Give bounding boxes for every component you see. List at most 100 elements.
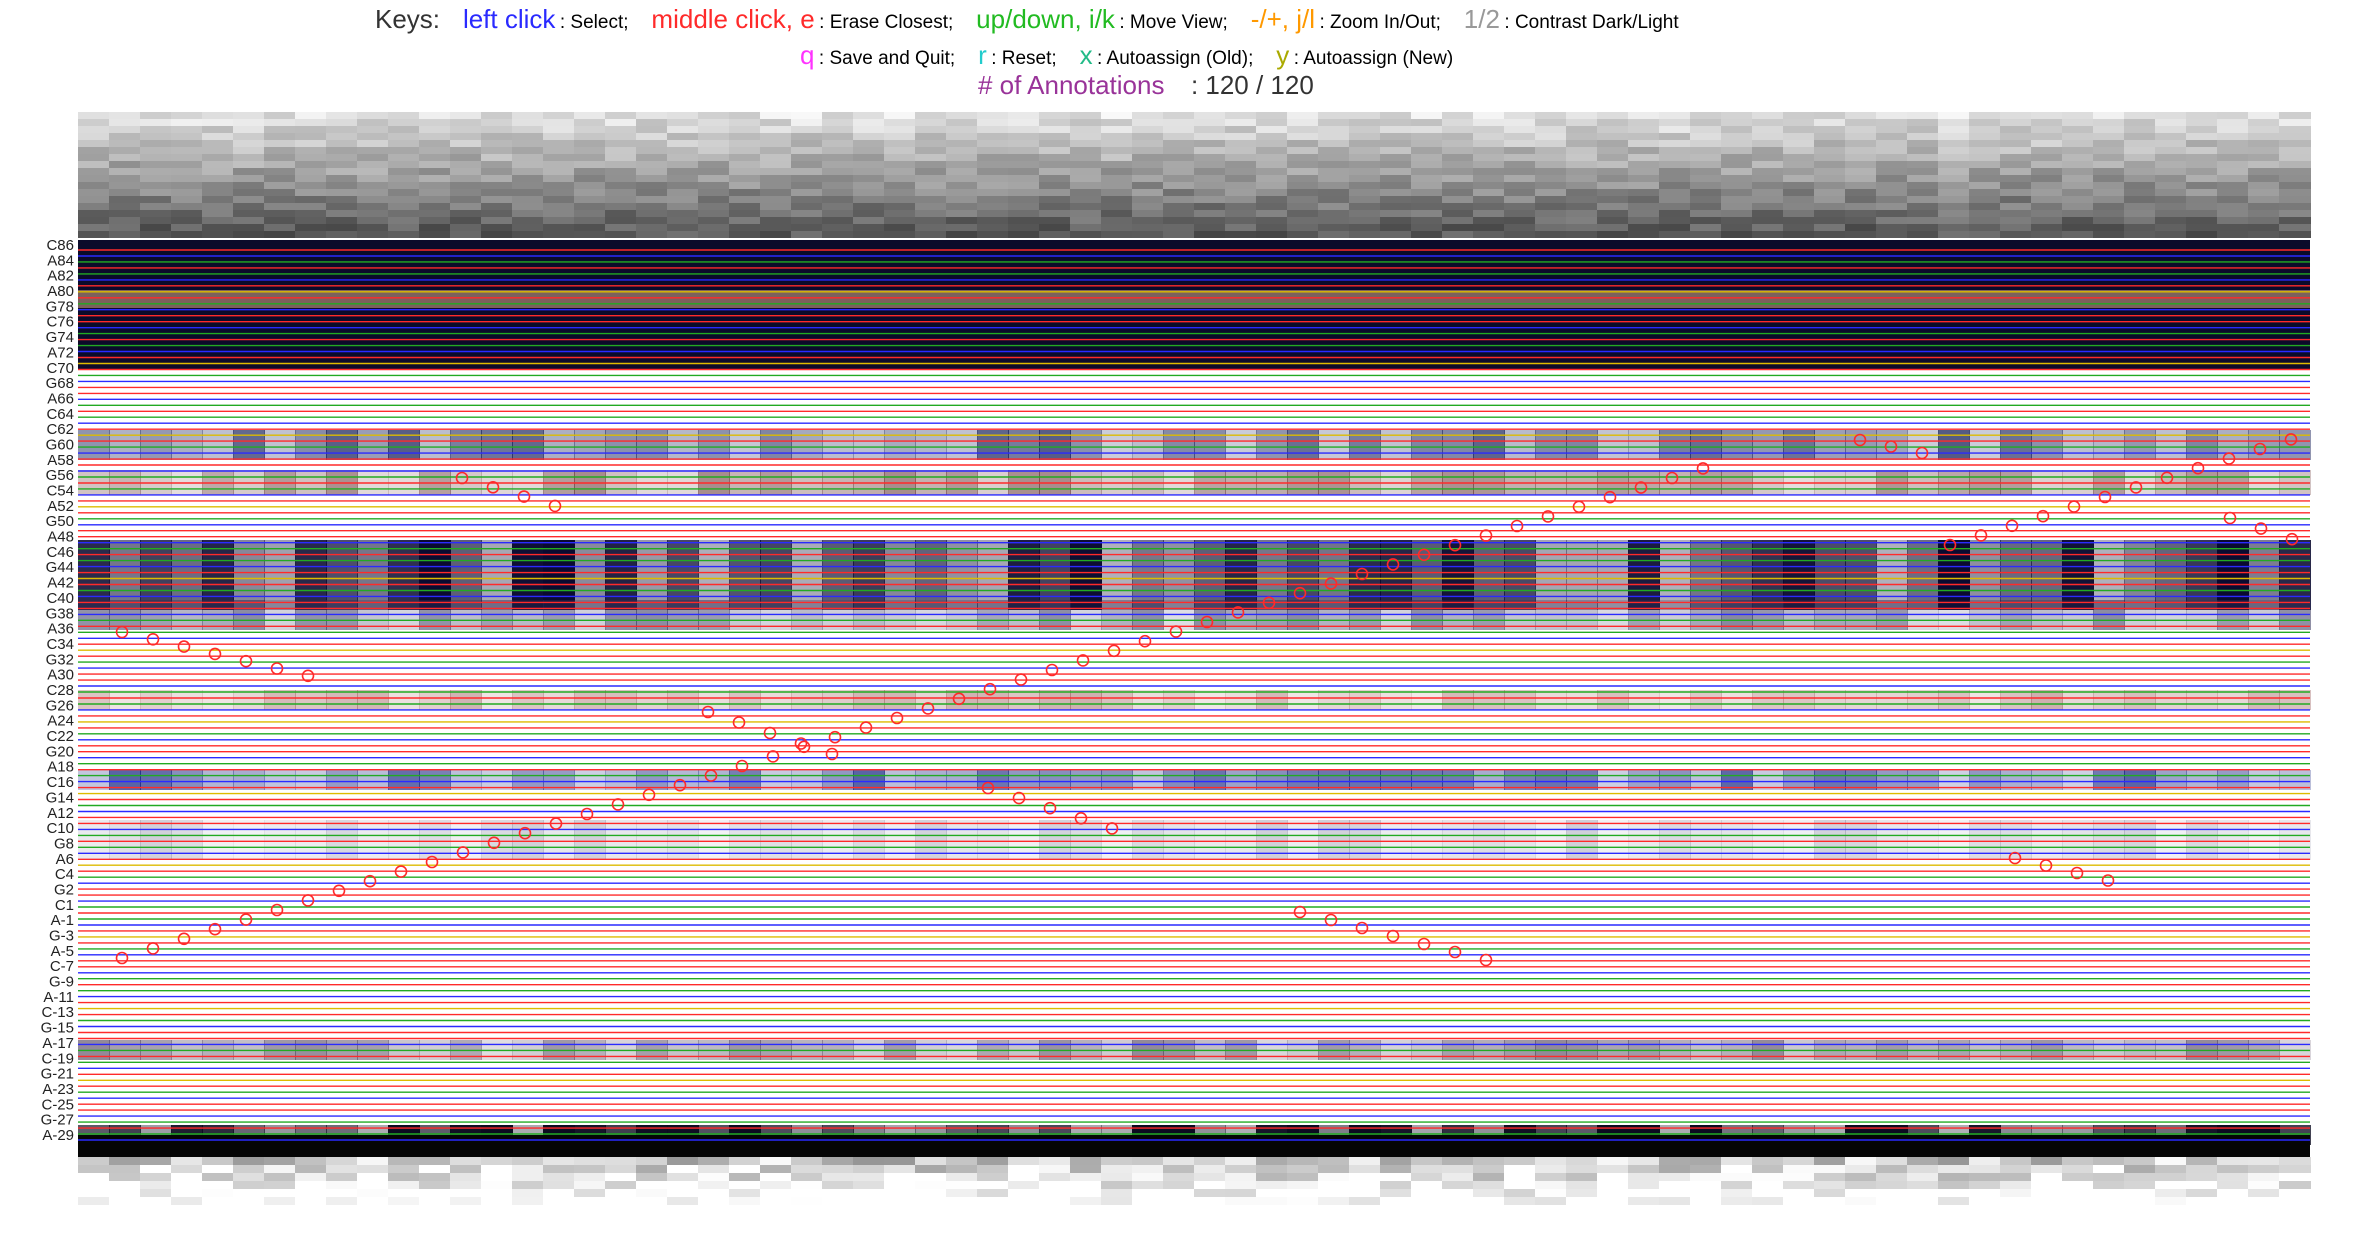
annotation-marker	[208, 922, 222, 936]
annotation-marker	[952, 692, 966, 706]
annotation-marker	[518, 826, 532, 840]
annotation-marker	[2222, 452, 2236, 465]
annotation-marker	[1043, 801, 1057, 815]
annotation-marker	[1974, 529, 1988, 542]
annotation-marker	[1510, 519, 1524, 533]
annotation-marker	[890, 711, 904, 725]
annotation-marker	[825, 747, 839, 761]
annotation-marker	[2101, 874, 2115, 887]
row-label: G60	[46, 437, 74, 454]
annotation-marker	[115, 625, 129, 639]
annotation-marker	[1479, 529, 1493, 542]
annotation-marker	[332, 884, 346, 898]
row-label: A30	[47, 667, 74, 684]
gel-image	[78, 112, 2311, 1205]
annotation-marker	[239, 654, 253, 668]
annotation-marker	[1386, 558, 1400, 571]
annotation-marker	[2191, 461, 2205, 475]
key-contrast: 1/2 : Contrast Dark/Light	[1463, 4, 1679, 34]
annotation-marker	[208, 647, 222, 661]
row-label: G20	[46, 743, 74, 760]
annotation-marker	[1169, 625, 1183, 638]
key-autoassign-new: y : Autoassign (New)	[1276, 40, 1454, 70]
row-label: C28	[46, 682, 74, 699]
row-label: C70	[46, 360, 74, 377]
row-label: G-27	[41, 1112, 74, 1129]
annotation-marker	[1355, 921, 1369, 935]
annotation-marker	[732, 716, 746, 729]
row-label: G26	[46, 697, 74, 714]
annotation-marker	[486, 480, 500, 494]
row-label: A48	[47, 529, 74, 546]
row-label: C34	[46, 636, 74, 653]
row-label: A52	[47, 498, 74, 515]
row-label: C76	[46, 314, 74, 331]
annotation-marker	[611, 798, 625, 811]
annotation-marker	[301, 894, 315, 907]
row-label: A18	[47, 759, 74, 776]
annotation-count-label: # of Annotations	[978, 70, 1165, 100]
annotation-marker	[2067, 500, 2081, 513]
annotation-marker	[425, 855, 439, 869]
row-label: G44	[46, 559, 74, 576]
row-label: A72	[47, 344, 74, 361]
key-save-quit: q : Save and Quit;	[800, 40, 956, 70]
annotation-marker	[487, 836, 501, 850]
annotation-marker	[2070, 866, 2084, 880]
annotation-marker	[1634, 481, 1648, 494]
annotation-marker	[1107, 644, 1121, 658]
row-label: G38	[46, 605, 74, 622]
annotation-marker	[517, 490, 531, 503]
annotation-marker	[2254, 522, 2268, 535]
annotation-marker	[146, 942, 160, 955]
annotation-marker	[1045, 663, 1059, 677]
annotation-marker	[1076, 654, 1090, 667]
annotation-marker	[1012, 791, 1026, 805]
annotation-marker	[1138, 634, 1152, 648]
row-label: C40	[46, 590, 74, 607]
annotation-marker	[301, 669, 315, 683]
annotation-marker	[1105, 822, 1119, 835]
annotation-marker	[1324, 913, 1338, 927]
annotation-marker	[177, 932, 191, 946]
annotation-markers	[115, 433, 2299, 967]
annotation-marker	[1572, 500, 1586, 514]
annotation-marker	[456, 846, 470, 859]
annotation-marker	[2039, 859, 2053, 872]
annotation-marker	[2129, 481, 2143, 494]
annotation-marker	[701, 705, 715, 719]
row-label: A66	[47, 390, 74, 407]
annotation-marker	[146, 632, 160, 646]
annotation-marker	[2036, 509, 2050, 523]
annotation-marker	[1665, 471, 1679, 485]
row-label: G14	[46, 789, 74, 806]
row-label: A-23	[42, 1081, 74, 1098]
annotation-marker	[1417, 937, 1431, 951]
row-label: G78	[46, 298, 74, 315]
row-label: A84	[47, 252, 74, 269]
row-label: A82	[47, 268, 74, 285]
annotation-marker	[1231, 606, 1245, 619]
row-label: A-17	[42, 1035, 74, 1052]
row-label: A36	[47, 621, 74, 638]
key-left-click: left click : Select;	[462, 4, 629, 34]
row-label: A42	[47, 575, 74, 592]
keys-header: Keys: left click : Select; middle click,…	[0, 0, 2364, 110]
annotation-marker	[981, 781, 995, 795]
annotation-marker	[797, 740, 811, 754]
row-label: G-21	[41, 1066, 74, 1083]
annotation-marker	[177, 640, 191, 653]
key-zoom: -/+, j/l : Zoom In/Out;	[1250, 4, 1441, 34]
row-label: A12	[47, 805, 74, 822]
row-label: G-9	[49, 974, 74, 991]
annotation-marker	[1324, 577, 1338, 590]
row-label: C-13	[41, 1004, 74, 1021]
row-label: A-5	[51, 943, 74, 960]
annotation-marker	[580, 807, 594, 821]
annotation-marker	[1417, 548, 1431, 562]
row-label: G56	[46, 467, 74, 484]
key-middle-click: middle click, e : Erase Closest;	[651, 4, 954, 34]
row-label: C4	[55, 866, 74, 883]
annotation-marker	[1074, 811, 1088, 825]
